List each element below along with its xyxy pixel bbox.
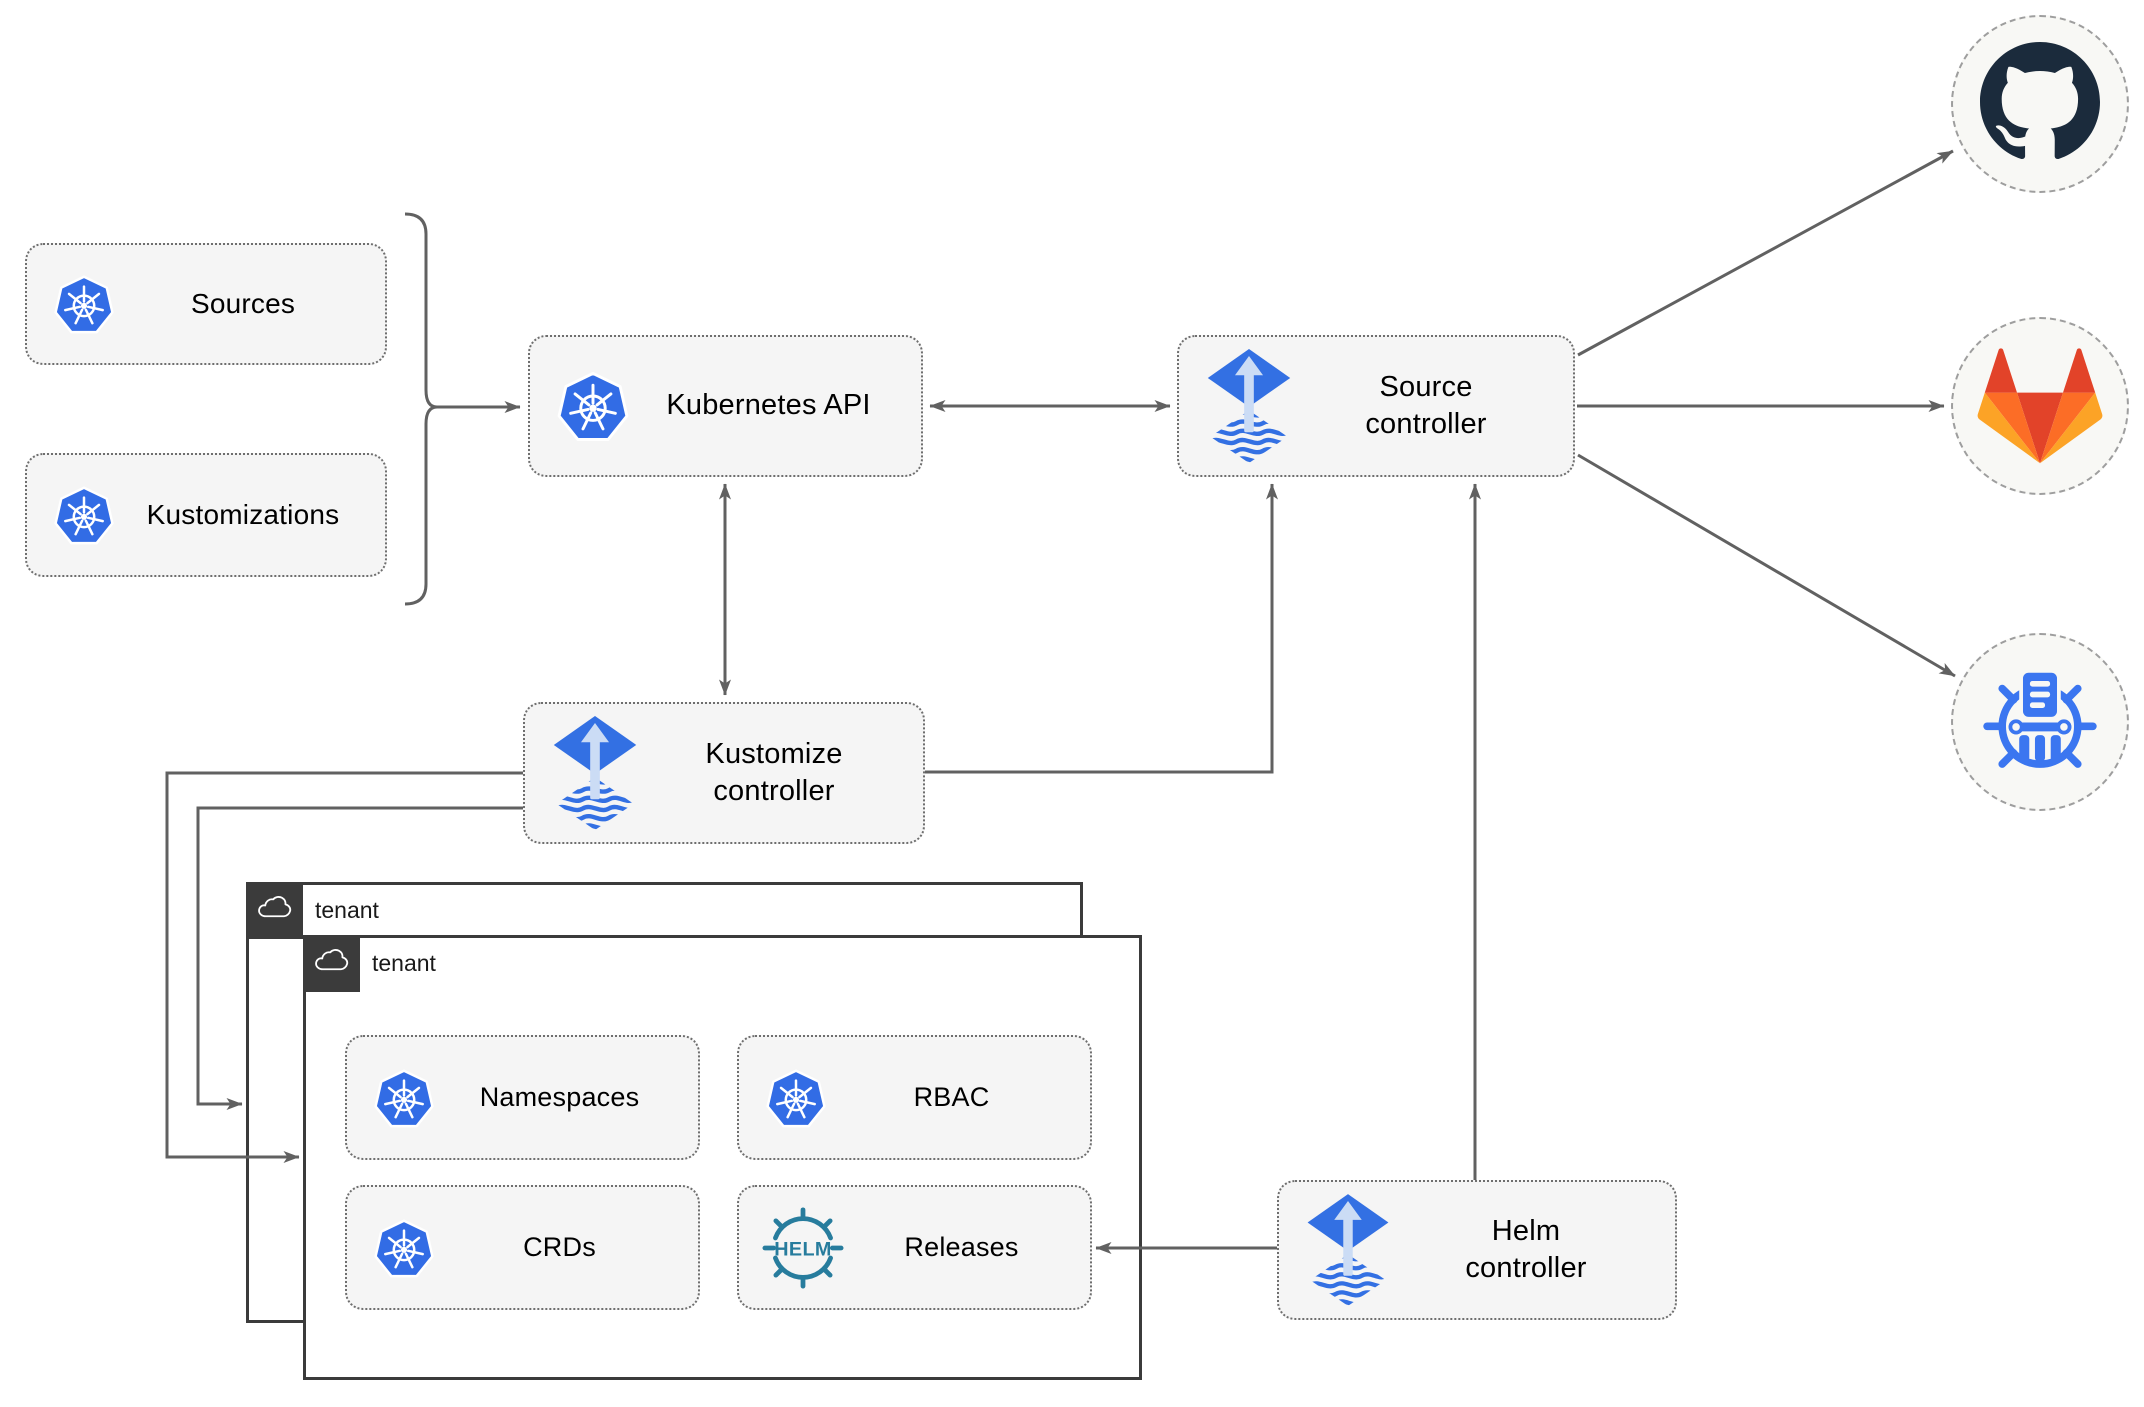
kubernetes-icon <box>53 273 115 335</box>
kubernetes-api-node: Kubernetes API <box>528 335 923 477</box>
kustomize-controller-label: Kustomize controller <box>705 737 843 807</box>
edge-source-to-helm-repository <box>1577 453 1956 678</box>
flux-icon <box>1205 349 1293 463</box>
kubernetes-icon <box>765 1067 827 1129</box>
kustomize-controller-node: Kustomize controller <box>523 702 925 844</box>
kubernetes-api-label: Kubernetes API <box>666 389 871 422</box>
helm-logo-icon: HELM <box>759 1204 847 1292</box>
sources-node: Sources <box>25 243 387 365</box>
helm-repository-circle <box>1951 633 2129 811</box>
kustomizations-node: Kustomizations <box>25 453 387 577</box>
kubernetes-icon <box>373 1067 435 1129</box>
rbac-label: RBAC <box>913 1082 990 1113</box>
helm-controller-label: Helm controller <box>1465 1214 1587 1284</box>
gitlab-icon <box>1977 343 2103 469</box>
kustomizations-label: Kustomizations <box>146 499 340 531</box>
crds-node: CRDs <box>345 1185 700 1310</box>
cloud-icon <box>257 895 293 926</box>
github-circle <box>1951 15 2129 193</box>
kubernetes-icon <box>373 1217 435 1279</box>
releases-node: HELM Releases <box>737 1185 1092 1310</box>
namespaces-label: Namespaces <box>479 1082 640 1113</box>
edge-kustomize-to-source <box>925 483 1278 774</box>
tenant-outer-label: tenant <box>315 897 379 923</box>
source-controller-label: Source controller <box>1365 370 1487 440</box>
sources-label: Sources <box>190 288 296 320</box>
tenant-inner-label: tenant <box>372 950 436 976</box>
cloud-icon <box>314 948 350 979</box>
crds-label: CRDs <box>523 1232 596 1263</box>
rbac-node: RBAC <box>737 1035 1092 1160</box>
releases-label: Releases <box>904 1232 1019 1263</box>
helm-logo-text: HELM <box>774 1238 832 1260</box>
kubernetes-icon <box>53 484 115 546</box>
tenant-outer-badge <box>246 882 303 939</box>
source-controller-node: Source controller <box>1177 335 1575 477</box>
helm-controller-node: Helm controller <box>1277 1180 1677 1320</box>
edge-source-to-github <box>1577 149 1954 357</box>
tenant-inner-badge <box>303 935 360 992</box>
flux-icon <box>1305 1194 1391 1306</box>
gitlab-circle <box>1951 317 2129 495</box>
kubernetes-icon <box>556 369 630 443</box>
group-brace <box>404 212 439 606</box>
namespaces-node: Namespaces <box>345 1035 700 1160</box>
flux-icon <box>551 716 639 830</box>
github-icon <box>1980 41 2100 167</box>
helm-repository-icon <box>1977 657 2103 788</box>
